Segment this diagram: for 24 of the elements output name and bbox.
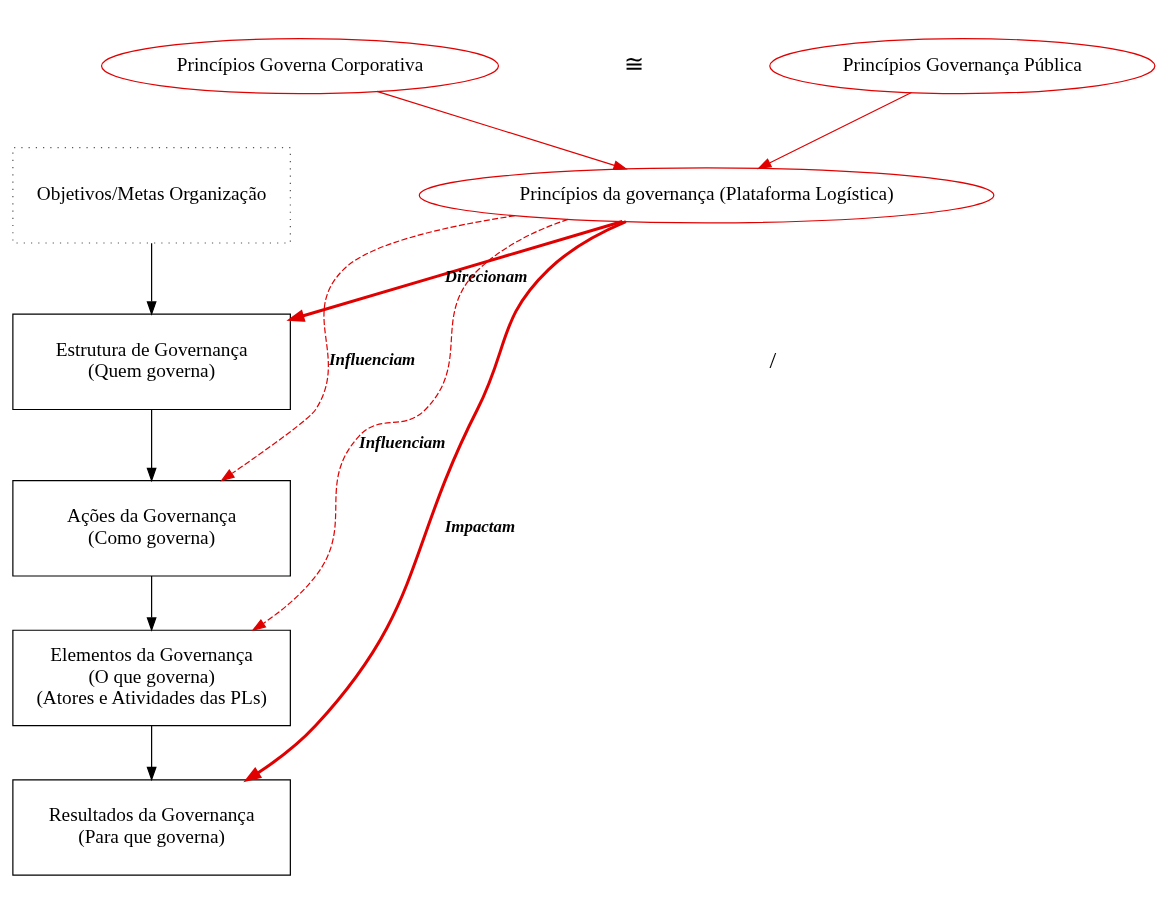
node-box: Resultados da Governança (Para que governa) [12, 779, 291, 876]
arrow [146, 575, 157, 632]
label: / [769, 346, 777, 373]
edge-label: Influenciam [359, 433, 446, 453]
node-ellipse: Princípios Governança Pública [769, 38, 1156, 95]
node-box: Objetivos/Metas Organização [12, 147, 291, 244]
arrow [243, 220, 627, 783]
node-box: Estrutura de Governança (Quem governa) [12, 313, 291, 411]
arrow [146, 409, 157, 483]
edge-label: Direcionam [444, 266, 528, 286]
arrow [757, 91, 913, 170]
arrow [146, 242, 157, 316]
arrow [146, 725, 157, 782]
edge-label: Impactam [444, 516, 516, 536]
node-box: Elementos da Governança (O que governa) (Atores e Atividades das PLs) [12, 629, 291, 727]
arrow [286, 220, 623, 322]
node-box: Ações da Governança (Como governa) [12, 480, 291, 577]
arrow [376, 90, 628, 171]
arrow [220, 215, 516, 482]
node-ellipse: Princípios Governa Corporativa [100, 38, 500, 95]
node-ellipse: Princípios da governança (Plataforma Logística) [418, 167, 995, 224]
label: ≅ [624, 51, 645, 78]
arrow [251, 218, 569, 632]
edge-label: Influenciam [328, 350, 416, 370]
